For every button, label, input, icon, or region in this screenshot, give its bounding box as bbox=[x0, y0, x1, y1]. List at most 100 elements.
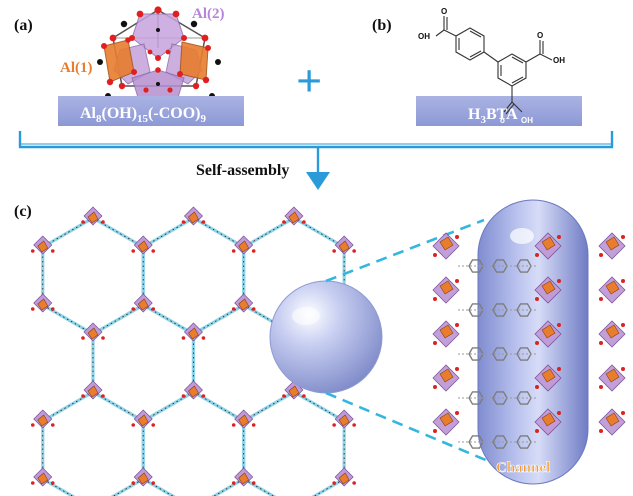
wall-oxygen bbox=[433, 341, 437, 345]
channel-capsule-highlight bbox=[510, 228, 534, 244]
wall-oxygen bbox=[455, 235, 459, 239]
honeycomb-cell bbox=[242, 390, 346, 496]
atom-label-o: O bbox=[441, 7, 447, 16]
wall-linker-ring bbox=[492, 391, 508, 405]
wall-oxygen bbox=[599, 341, 603, 345]
zoom-lines bbox=[325, 218, 501, 468]
node-oxygen bbox=[50, 307, 55, 311]
wall-cluster-al1 bbox=[541, 412, 556, 427]
cluster-formula-banner bbox=[58, 96, 244, 126]
wall-oxygen bbox=[621, 235, 625, 239]
node-cluster-al1 bbox=[238, 472, 250, 485]
node-oxygen bbox=[282, 394, 286, 398]
node-oxygen bbox=[282, 220, 286, 224]
node-cluster-al1 bbox=[37, 298, 49, 311]
wall-linker-ring bbox=[516, 347, 532, 361]
al1-label: Al(1) bbox=[60, 60, 93, 76]
node-oxygen bbox=[30, 481, 35, 485]
node-oxygen bbox=[332, 481, 336, 485]
honeycomb-cell bbox=[41, 390, 145, 496]
wall-linker-ring bbox=[468, 259, 484, 273]
wall-cluster-al1 bbox=[439, 368, 454, 383]
atom-label-o-lower: o bbox=[500, 116, 505, 125]
cluster-formula: Al8(OH)15(-COO)9 bbox=[80, 105, 206, 125]
wall-oxygen bbox=[433, 253, 437, 257]
node-oxygen bbox=[352, 481, 356, 485]
node-cluster-al1 bbox=[338, 414, 350, 427]
honeycomb-linker-atoms bbox=[243, 391, 345, 496]
wall-linker-ring bbox=[516, 259, 532, 273]
node-oxygen bbox=[151, 481, 156, 485]
node-oxygen bbox=[101, 394, 105, 398]
al1-octahedron bbox=[179, 41, 209, 81]
honeycomb-linker-atoms bbox=[142, 391, 245, 496]
wall-cluster-al1 bbox=[605, 412, 620, 427]
channel-capsule bbox=[477, 199, 589, 485]
wall-linker-ring bbox=[492, 435, 508, 449]
node-oxygen bbox=[302, 394, 306, 398]
wall-linker-ring bbox=[468, 391, 484, 405]
node-oxygen bbox=[201, 336, 206, 340]
al2-label: Al(2) bbox=[192, 6, 225, 22]
wall-cluster-al1 bbox=[605, 236, 620, 251]
honeycomb-linker-atoms bbox=[42, 391, 144, 496]
node-oxygen bbox=[50, 249, 55, 253]
node-oxygen bbox=[30, 307, 35, 311]
wall-oxygen bbox=[455, 367, 459, 371]
node-oxygen bbox=[151, 249, 156, 253]
node-oxygen bbox=[231, 423, 236, 427]
honeycomb-cell bbox=[141, 216, 246, 336]
node-oxygen bbox=[151, 307, 156, 311]
honeycomb-cell bbox=[91, 303, 196, 423]
node-oxygen bbox=[50, 481, 55, 485]
node-oxygen bbox=[352, 249, 356, 253]
wall-cluster-al1 bbox=[605, 324, 620, 339]
wall-cluster-al1 bbox=[541, 368, 556, 383]
wall-linker-ring bbox=[516, 391, 532, 405]
assembly-bracket-outer bbox=[18, 131, 614, 149]
panel-b: (b) OH O O OH bbox=[372, 7, 582, 126]
wall-oxygen bbox=[621, 411, 625, 415]
self-assembly-label: Self-assembly bbox=[196, 162, 289, 179]
node-cluster-al1 bbox=[137, 472, 149, 485]
node-oxygen bbox=[251, 307, 256, 311]
node-oxygen bbox=[131, 481, 136, 485]
node-oxygen bbox=[231, 249, 236, 253]
node-oxygen bbox=[231, 481, 236, 485]
panel-a: (a) bbox=[14, 6, 244, 126]
benzene-ring-upper bbox=[455, 27, 485, 61]
wall-cluster-al1 bbox=[541, 324, 556, 339]
wall-oxygen bbox=[621, 323, 625, 327]
al8-cluster-illustration bbox=[97, 6, 221, 122]
pore-sphere-highlight bbox=[292, 307, 320, 325]
honeycomb-framework bbox=[30, 206, 356, 496]
zoom-line-top bbox=[325, 218, 485, 283]
wall-linker-ring bbox=[468, 303, 484, 317]
wall-oxygen bbox=[455, 323, 459, 327]
node-oxygen bbox=[50, 423, 55, 427]
wall-oxygen bbox=[557, 323, 561, 327]
wall-linker-ring bbox=[492, 347, 508, 361]
honeycomb-cell bbox=[41, 216, 145, 336]
wall-cluster-al1 bbox=[605, 368, 620, 383]
node-cluster-al1 bbox=[288, 211, 300, 224]
node-oxygen bbox=[181, 394, 186, 398]
wall-oxygen bbox=[599, 429, 603, 433]
wall-oxygen bbox=[599, 385, 603, 389]
wall-linker-ring bbox=[468, 435, 484, 449]
atom-label-oh: OH bbox=[553, 56, 565, 65]
node-cluster-al1 bbox=[37, 472, 49, 485]
node-oxygen bbox=[332, 423, 336, 427]
wall-cluster-al1 bbox=[605, 280, 620, 295]
node-oxygen bbox=[101, 220, 105, 224]
node-oxygen bbox=[251, 249, 256, 253]
node-oxygen bbox=[30, 423, 35, 427]
wall-cluster-al1 bbox=[541, 236, 556, 251]
node-cluster-al1 bbox=[188, 385, 199, 398]
wall-linker-ring bbox=[492, 303, 508, 317]
channel-wall-structure bbox=[432, 232, 626, 449]
node-oxygen bbox=[352, 423, 356, 427]
wall-linker-ring bbox=[468, 347, 484, 361]
node-oxygen bbox=[302, 220, 306, 224]
